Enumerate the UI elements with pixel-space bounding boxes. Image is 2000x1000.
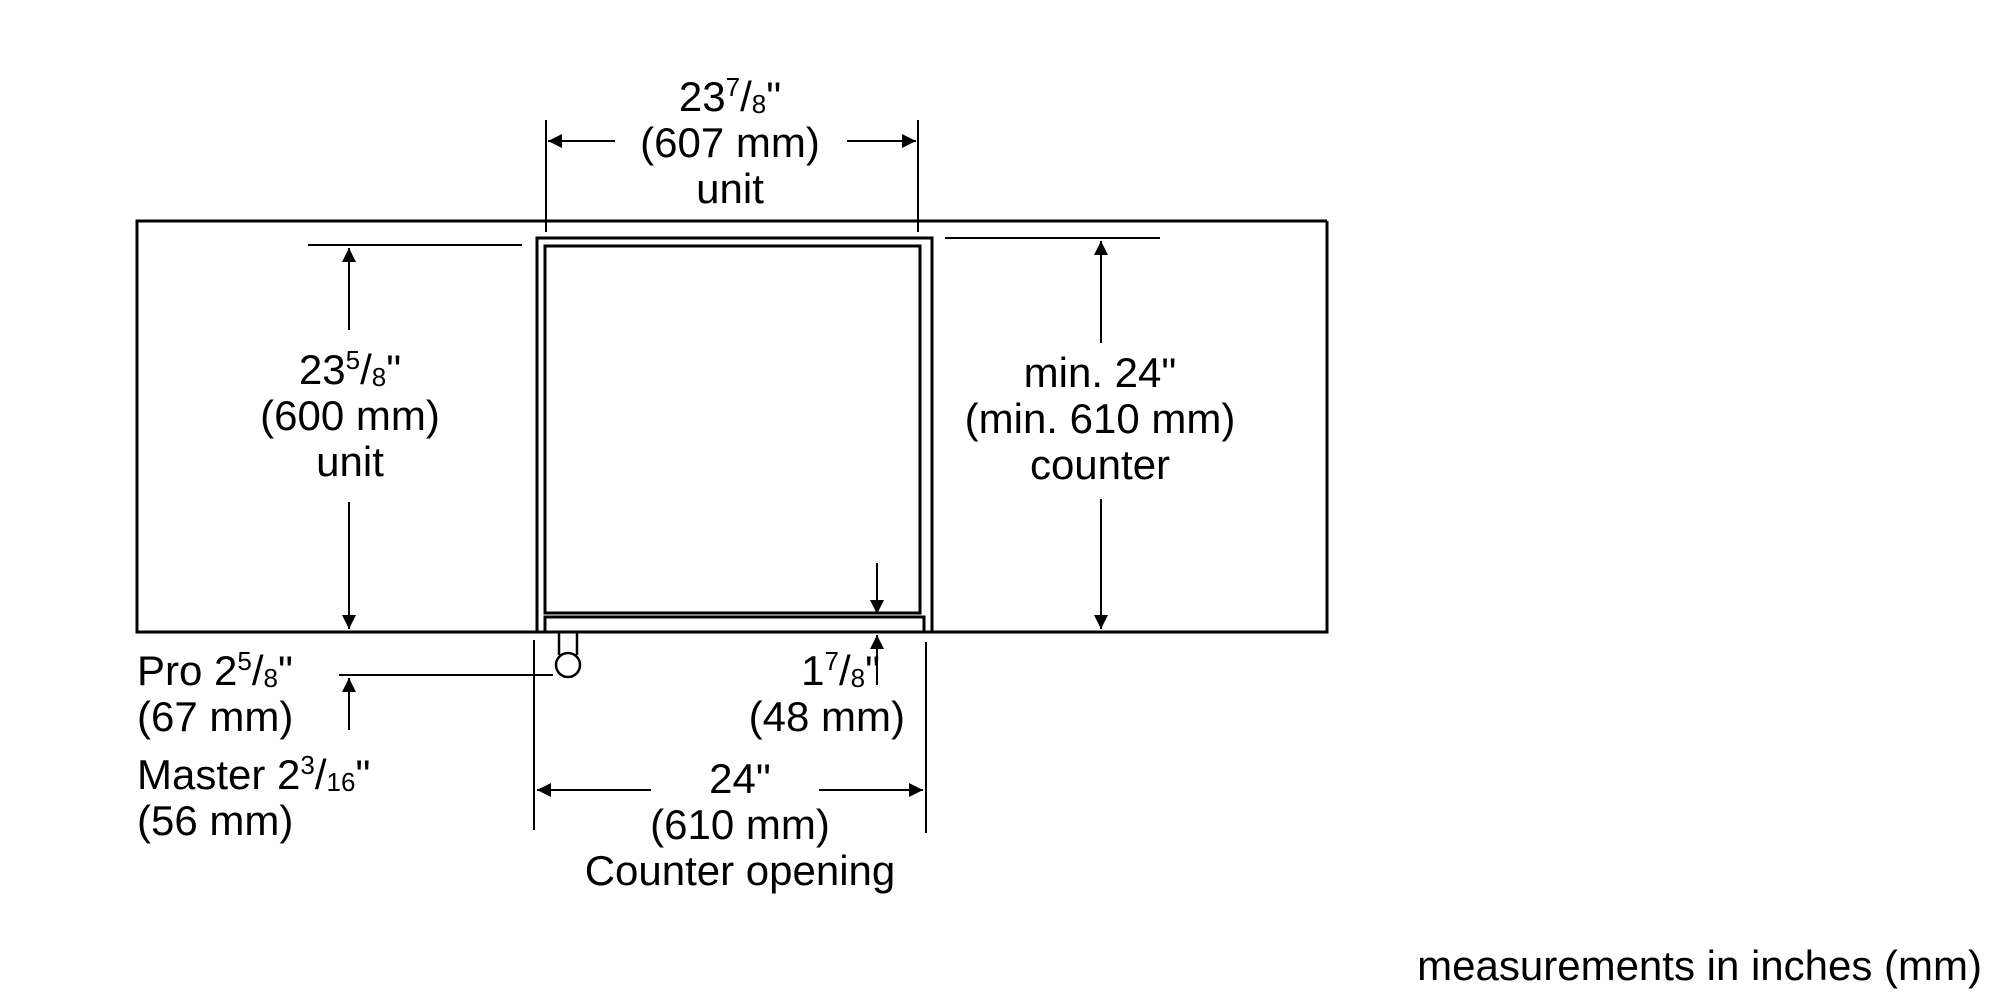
pro-offset-metric: (67 mm) <box>137 693 294 740</box>
unit-width-imperial: 237/8" <box>678 72 782 120</box>
unit-depth-imperial: 235/8" <box>298 345 402 393</box>
unit-depth-caption: unit <box>316 438 384 485</box>
counter-opening-metric: (610 mm) <box>650 801 830 848</box>
counter-depth-dimension <box>945 237 1160 629</box>
unit-width-metric: (607 mm) <box>640 119 820 166</box>
unit-width-label: 237/8" (607 mm) unit <box>620 74 840 212</box>
base-height-label: 17/8" (48 mm) <box>720 648 920 740</box>
unit-width-dimension <box>545 120 919 232</box>
counter-left-section <box>135 219 537 634</box>
pro-offset-imperial: Pro 25/8" <box>137 646 293 694</box>
handle-offset-dimension <box>339 674 553 730</box>
master-offset-imperial: Master 23/16" <box>137 750 371 798</box>
master-offset-metric: (56 mm) <box>137 797 294 844</box>
handle-knob-icon <box>554 632 582 679</box>
counter-depth-label: min. 24" (min. 610 mm) counter <box>945 350 1255 488</box>
unit-depth-label: 235/8" (600 mm) unit <box>240 347 460 485</box>
handle-offset-label: Pro 25/8" (67 mm) Master 23/16" (56 mm) <box>137 648 370 844</box>
unit-depth-dimension <box>308 244 522 629</box>
measurement-units-note: measurements in inches (mm) <box>1417 942 1982 989</box>
counter-depth-imperial: min. 24" <box>1023 349 1177 396</box>
unit-outline <box>535 236 934 634</box>
counter-depth-metric: (min. 610 mm) <box>964 395 1236 442</box>
unit-width-caption: unit <box>696 165 764 212</box>
counter-right-section <box>537 219 1329 634</box>
counter-opening-imperial: 24" <box>709 755 771 802</box>
base-height-metric: (48 mm) <box>748 693 905 740</box>
counter-opening-label: 24" (610 mm) Counter opening <box>560 756 920 894</box>
base-height-imperial: 17/8" <box>801 646 880 694</box>
unit-depth-metric: (600 mm) <box>260 392 440 439</box>
counter-opening-caption: Counter opening <box>584 847 896 894</box>
counter-opening-dimension <box>533 640 927 833</box>
counter-depth-caption: counter <box>1029 441 1171 488</box>
